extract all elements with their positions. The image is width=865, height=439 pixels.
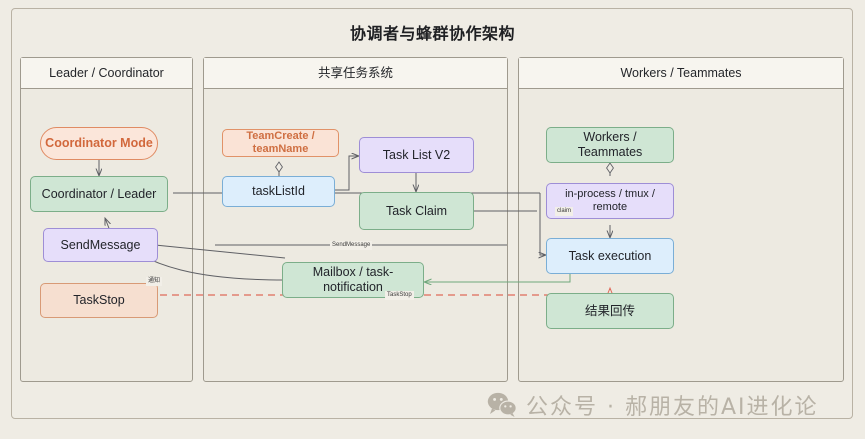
swimlane-workers-header: Workers / Teammates [519, 58, 843, 89]
node-result-return[interactable]: 结果回传 [546, 293, 674, 329]
node-task-claim[interactable]: Task Claim [359, 192, 474, 230]
node-send-message[interactable]: SendMessage [43, 228, 158, 262]
watermark: 公众号 · 郝朋友的AI进化论 [487, 389, 819, 421]
node-workers-teammates-label: Workers / Teammates [577, 130, 643, 159]
swimlane-leader-header: Leader / Coordinator [21, 58, 192, 89]
swimlane-shared: 共享任务系统 [203, 57, 508, 382]
swimlane-shared-header: 共享任务系统 [204, 58, 507, 89]
wechat-icon [487, 392, 517, 417]
node-send-message-label: SendMessage [60, 237, 141, 252]
node-task-list-id-label: taskListId [252, 184, 305, 198]
node-team-create[interactable]: TeamCreate / teamName [222, 129, 339, 157]
node-task-list-v2[interactable]: Task List V2 [359, 137, 474, 173]
node-task-execution-label: Task execution [568, 248, 652, 263]
node-task-stop-label: TaskStop [73, 293, 125, 307]
node-workers-teammates[interactable]: Workers / Teammates [546, 127, 674, 163]
node-coordinator-mode[interactable]: Coordinator Mode [40, 127, 158, 160]
edge-label-send-message: SendMessage [330, 241, 373, 250]
edge-label-task-stop: TaskStop [385, 291, 414, 300]
node-runtime-label: in-process / tmux / remote [565, 187, 655, 213]
node-task-claim-label: Task Claim [385, 203, 448, 218]
swimlane-leader: Leader / Coordinator [20, 57, 193, 382]
node-team-create-label: TeamCreate / teamName [246, 129, 315, 155]
node-task-list-id[interactable]: taskListId [222, 176, 335, 207]
node-coordinator-leader[interactable]: Coordinator / Leader [30, 176, 168, 212]
node-task-execution[interactable]: Task execution [546, 238, 674, 274]
page-title: 协调者与蜂群协作架构 [349, 26, 515, 43]
swimlane-workers: Workers / Teammates [518, 57, 844, 382]
node-task-list-v2-label: Task List V2 [382, 147, 451, 162]
edge-label-notify: 通知 [146, 277, 163, 286]
edge-label-claim: claim [555, 207, 574, 216]
watermark-text: 公众号 · 郝朋友的AI进化论 [526, 395, 819, 420]
node-task-stop[interactable]: TaskStop [40, 283, 158, 318]
node-coordinator-mode-label: Coordinator Mode [45, 136, 153, 150]
node-coordinator-leader-label: Coordinator / Leader [41, 186, 157, 201]
node-result-return-label: 结果回传 [584, 303, 635, 318]
node-mailbox-label: Mailbox / task-notification [312, 265, 394, 294]
